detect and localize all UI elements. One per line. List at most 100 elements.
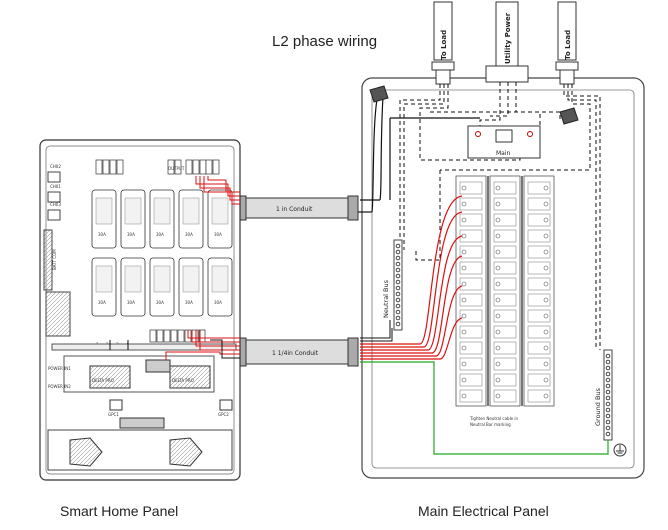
- gpc-label: GPC2: [218, 412, 229, 417]
- neutral-note: Tighten Neutral cable in Neutral Bar mar…: [469, 416, 519, 427]
- terminal-screw-icon: [543, 217, 549, 223]
- bus-screw-icon: [395, 315, 401, 321]
- upper-conduit: 1 in Conduit: [235, 195, 359, 221]
- breaker-handle: [124, 197, 142, 225]
- terminal-screw-icon: [543, 249, 549, 255]
- output-terminal: [199, 159, 207, 175]
- terminal-screw-icon: [543, 329, 549, 335]
- terminal-screw-icon: [543, 393, 549, 399]
- breaker-slot: [527, 325, 551, 339]
- breaker-slot: [493, 325, 517, 339]
- terminal-screw-icon: [461, 217, 467, 223]
- ground-bus-label: Ground Bus: [594, 387, 602, 426]
- terminal-screw-icon: [543, 233, 549, 239]
- gpc-label: GPC1: [108, 412, 119, 417]
- breaker-slot: [459, 325, 483, 339]
- breaker-slot: [459, 181, 483, 195]
- breaker-slot: [527, 229, 551, 243]
- bus-screw-icon: [605, 389, 611, 395]
- breaker-slot: [493, 293, 517, 307]
- breaker-rating-label: 30A: [185, 232, 193, 237]
- bus-screw-icon: [605, 377, 611, 383]
- circuit-terminal: [170, 329, 178, 343]
- breaker-slot: [493, 341, 517, 355]
- terminal-screw-icon: [461, 377, 467, 383]
- bus-screw-icon: [395, 309, 401, 315]
- breaker-slot: [493, 213, 517, 227]
- breaker-bank: [455, 175, 555, 407]
- terminal-screw-icon: [461, 249, 467, 255]
- delta-pro-left: DELTA PRO: [92, 378, 114, 383]
- dashed-wires: [399, 82, 601, 350]
- bus-screw-icon: [605, 359, 611, 365]
- terminal-screw-icon: [461, 265, 467, 271]
- breaker-slot: [493, 309, 517, 323]
- terminal-screw-icon: [543, 313, 549, 319]
- breaker-slot: [493, 373, 517, 387]
- output-terminal: [174, 159, 182, 175]
- breaker-handle: [211, 197, 229, 225]
- terminal-screw-icon: [495, 185, 501, 191]
- terminal-screw-icon: [543, 377, 549, 383]
- terminal-screw-icon: [495, 345, 501, 351]
- neutral-bus: Neutral Bus: [382, 239, 403, 331]
- to-load-left-label: To Load: [440, 30, 448, 60]
- bus-screw-icon: [395, 261, 401, 267]
- black-wires: [356, 93, 480, 213]
- bus-screw-icon: [605, 431, 611, 437]
- terminal-screw-icon: [461, 297, 467, 303]
- breaker-rating-label: 30A: [156, 232, 164, 237]
- circuit-terminal: [163, 329, 171, 343]
- bus-screw-icon: [605, 371, 611, 377]
- bus-screw-icon: [605, 419, 611, 425]
- circuit-terminal: [191, 329, 199, 343]
- red-wires-smart: [165, 176, 240, 360]
- bus-screw-icon: [395, 291, 401, 297]
- breaker-handle: [95, 265, 113, 293]
- bus-screw-icon: [395, 273, 401, 279]
- output-terminal: [212, 159, 220, 175]
- breaker-slot: [493, 197, 517, 211]
- bus-screw-icon: [395, 297, 401, 303]
- terminal-screw-icon: [543, 201, 549, 207]
- upper-conduit-label: 1 in Conduit: [276, 206, 313, 213]
- breaker-slot: [459, 309, 483, 323]
- breaker-rating-label: 30A: [214, 232, 222, 237]
- terminal-screw-icon: [461, 393, 467, 399]
- circuit-terminal: [149, 329, 157, 343]
- breaker-slot: [527, 181, 551, 195]
- lower-tag: POWER IN1: [48, 366, 71, 371]
- diagram-title: L2 phase wiring: [272, 33, 377, 50]
- output-terminal: [116, 159, 124, 175]
- breaker-handle: [182, 197, 200, 225]
- terminal-screw-icon: [461, 329, 467, 335]
- terminal-screw-icon: [495, 249, 501, 255]
- terminal-screw-icon: [543, 345, 549, 351]
- breaker-handle: [95, 197, 113, 225]
- terminal-screw-icon: [461, 185, 467, 191]
- breaker-slot: [527, 293, 551, 307]
- terminal-screw-icon: [495, 329, 501, 335]
- breaker-slot: [527, 373, 551, 387]
- bus-screw-icon: [395, 303, 401, 309]
- breaker-handle: [153, 265, 171, 293]
- main-breaker: Main: [467, 125, 541, 159]
- neutral-wires: [360, 320, 393, 342]
- breaker-slot: [527, 213, 551, 227]
- bus-screw-icon: [605, 401, 611, 407]
- breaker-handle: [153, 197, 171, 225]
- terminal-screw-icon: [495, 201, 501, 207]
- breaker-slot: [459, 293, 483, 307]
- output-terminal: [95, 159, 103, 175]
- bus-screw-icon: [395, 321, 401, 327]
- breaker-rating-label: 30A: [127, 300, 135, 305]
- breaker-slot: [527, 309, 551, 323]
- terminal-screw-icon: [495, 361, 501, 367]
- output-terminal: [192, 159, 200, 175]
- circuit-terminal: [156, 329, 164, 343]
- neutral-bus-label: Neutral Bus: [382, 279, 390, 318]
- breaker-slot: [527, 261, 551, 275]
- red-wires-main: [360, 195, 463, 360]
